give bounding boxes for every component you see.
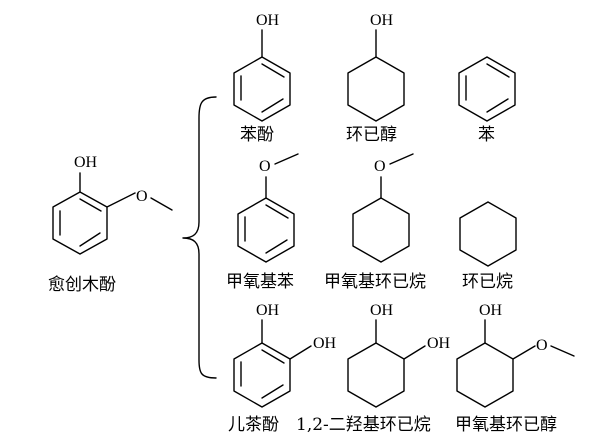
inner-double-bond bbox=[79, 232, 101, 247]
inner-double-bond bbox=[261, 98, 284, 113]
cyclohexanediol-structure: OH OH bbox=[347, 302, 451, 408]
product-name-catechol: 儿茶酚 bbox=[228, 415, 279, 435]
product-name-methoxycyclohexanol: 甲氧基环已醇 bbox=[455, 415, 557, 435]
curly-brace bbox=[182, 96, 217, 379]
inner-double-bond bbox=[265, 239, 288, 254]
hydroxyl-label-2: OH bbox=[313, 335, 337, 352]
cyclohexane-ring bbox=[347, 56, 405, 122]
methoxy-oxygen-label: O bbox=[374, 158, 386, 175]
c-oh-bond-2 bbox=[403, 345, 426, 360]
o-ch3-bond bbox=[274, 153, 299, 165]
hydroxyl-label: OH bbox=[370, 302, 394, 319]
benzene-structure bbox=[458, 56, 516, 122]
product-name-anisole: 甲氧基苯 bbox=[226, 272, 294, 292]
product-name-cyclohexane: 环已烷 bbox=[462, 272, 513, 292]
guaiacol-structure: OH O bbox=[52, 154, 173, 255]
inner-double-bond bbox=[79, 198, 102, 212]
methoxycyclohexanol-structure: OH O bbox=[456, 302, 575, 408]
cyclohexane-ring bbox=[459, 201, 517, 267]
hydroxyl-label: OH bbox=[370, 12, 394, 29]
product-name-cyclohexanediol: 1,2-二羟基环已烷 bbox=[296, 415, 431, 435]
inner-double-bond bbox=[265, 204, 289, 219]
benzene-ring bbox=[458, 56, 516, 122]
methoxy-oxygen-label: O bbox=[136, 188, 148, 205]
hydroxyl-label: OH bbox=[256, 12, 280, 29]
methoxy-oxygen-label: O bbox=[259, 158, 271, 175]
benzene-ring bbox=[233, 56, 291, 122]
inner-double-bond bbox=[486, 63, 510, 78]
c-oh-bond-2 bbox=[289, 345, 312, 360]
cyclohexane-ring bbox=[352, 197, 410, 263]
hydroxyl-label: OH bbox=[479, 302, 503, 319]
cyclohexane-ring bbox=[456, 342, 514, 408]
hydroxyl-label: OH bbox=[256, 302, 280, 319]
inner-double-bond bbox=[486, 98, 509, 113]
product-name-benzene: 苯 bbox=[478, 125, 495, 145]
cyclohexane-ring bbox=[347, 342, 405, 408]
cyclohexane-structure bbox=[459, 201, 517, 267]
inner-double-bond bbox=[261, 349, 285, 364]
o-ch3-bond bbox=[550, 345, 575, 357]
o-ch3-bond bbox=[150, 197, 173, 211]
benzene-ring bbox=[52, 191, 108, 255]
hydroxyl-label: OH bbox=[74, 154, 98, 171]
source-name: 愈创木酚 bbox=[48, 275, 116, 295]
methoxy-oxygen-label: O bbox=[536, 337, 548, 354]
benzene-ring bbox=[237, 197, 295, 263]
product-name-methoxycyclohexane: 甲氧基环已烷 bbox=[324, 272, 426, 292]
c-o-bond bbox=[106, 192, 136, 208]
inner-double-bond bbox=[261, 63, 285, 78]
product-name-cyclohexanol: 环已醇 bbox=[346, 125, 397, 145]
methoxycyclohexane-structure: O bbox=[352, 153, 414, 263]
inner-double-bond bbox=[261, 384, 284, 399]
anisole-structure: O bbox=[237, 153, 299, 263]
catechol-structure: OH OH bbox=[233, 302, 337, 408]
c-o-bond bbox=[512, 345, 536, 360]
hydroxyl-label-2: OH bbox=[427, 335, 451, 352]
o-ch3-bond bbox=[389, 153, 414, 165]
product-name-phenol: 苯酚 bbox=[240, 125, 274, 145]
phenol-structure: OH bbox=[233, 12, 291, 122]
cyclohexanol-structure: OH bbox=[347, 12, 405, 122]
